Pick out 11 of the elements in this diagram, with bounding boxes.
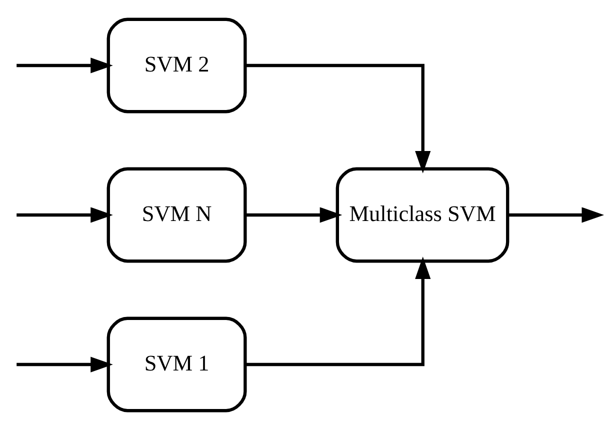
arrow (16, 356, 113, 372)
arrow (16, 57, 113, 73)
arrow (508, 206, 604, 222)
node-box: SVM 2 (106, 17, 247, 113)
arrow (245, 63, 431, 173)
node-box: SVM 1 (106, 316, 247, 412)
node-box: SVM N (106, 166, 247, 262)
node-box: Multiclass SVM (336, 166, 510, 262)
arrow (245, 206, 342, 222)
arrow (16, 206, 113, 222)
arrow (245, 256, 431, 366)
